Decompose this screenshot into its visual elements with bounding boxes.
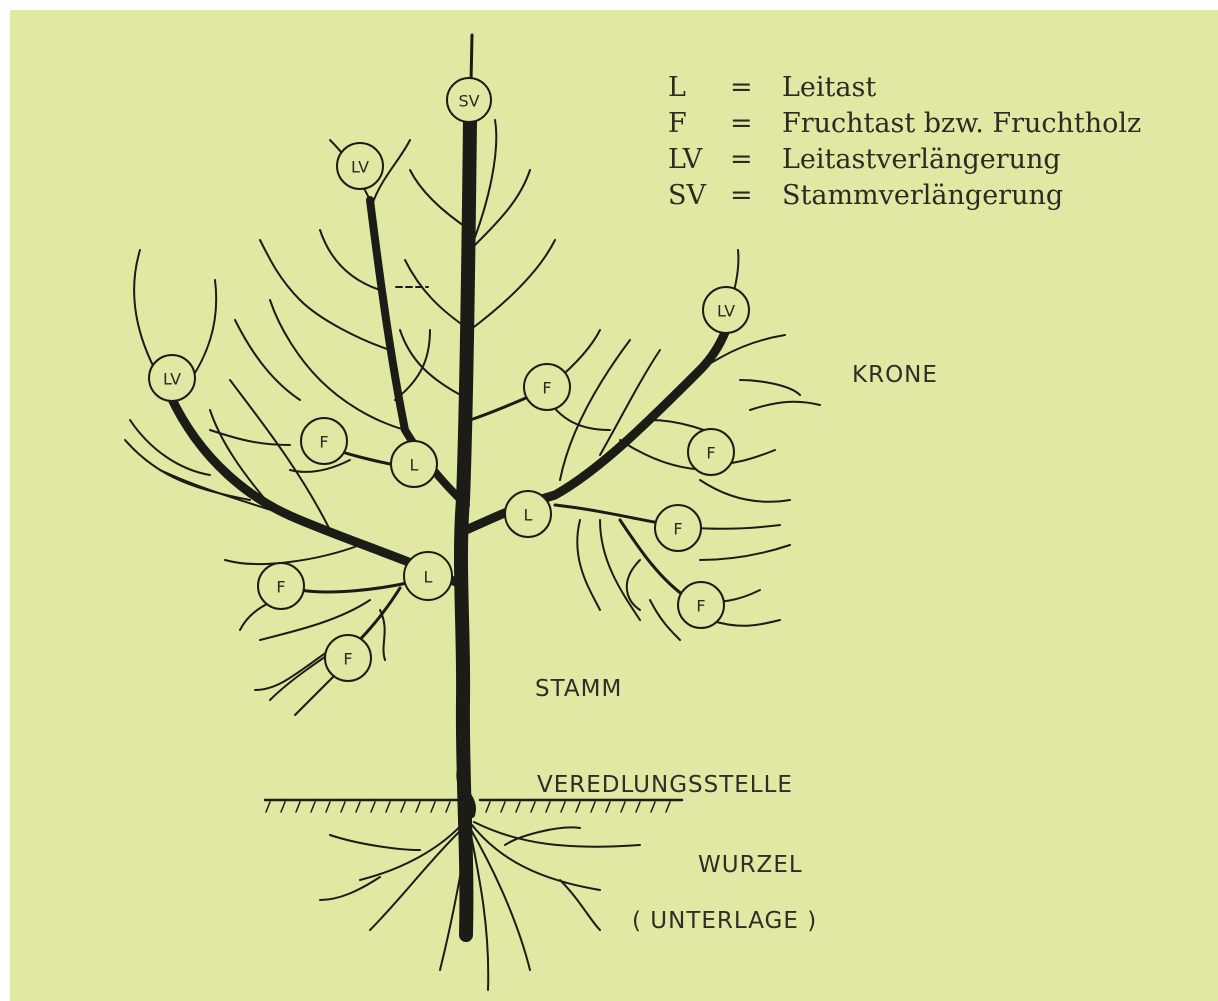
- label-graft: VEREDLUNGSSTELLE: [537, 772, 793, 798]
- legend-row: SV = Stammverlängerung: [668, 178, 1141, 214]
- label-crown: KRONE: [852, 362, 938, 388]
- node-label-f-g: F: [343, 650, 352, 669]
- legend-text: Fruchtast bzw. Fruchtholz: [782, 106, 1141, 142]
- label-rootstock: ( UNTERLAGE ): [632, 908, 817, 934]
- node-label-l-mid: L: [524, 506, 533, 525]
- node-label-sv: SV: [458, 92, 479, 111]
- legend-text: Stammverlängerung: [782, 178, 1063, 214]
- node-label-f-b: F: [542, 379, 551, 398]
- legend-equals: =: [730, 178, 782, 214]
- legend-equals: =: [730, 142, 782, 178]
- legend-key: SV: [668, 178, 730, 214]
- label-root: WURZEL: [698, 852, 803, 878]
- legend-row: L = Leitast: [668, 70, 1141, 106]
- legend: L = Leitast F = Fruchtast bzw. Fruchthol…: [668, 70, 1141, 214]
- legend-equals: =: [730, 106, 782, 142]
- node-label-l-upper: L: [410, 456, 419, 475]
- node-label-f-d: F: [673, 520, 682, 539]
- legend-key: LV: [668, 142, 730, 178]
- node-label-l-lower: L: [424, 568, 433, 587]
- roots: [320, 820, 640, 990]
- legend-equals: =: [730, 70, 782, 106]
- node-label-lv-right: LV: [717, 302, 735, 321]
- legend-text: Leitast: [782, 70, 876, 106]
- legend-key: F: [668, 106, 730, 142]
- node-label-f-a: F: [319, 433, 328, 452]
- node-label-f-f: F: [276, 578, 285, 597]
- legend-row: F = Fruchtast bzw. Fruchtholz: [668, 106, 1141, 142]
- node-label-f-e: F: [696, 597, 705, 616]
- legend-key: L: [668, 70, 730, 106]
- node-label-f-c: F: [706, 444, 715, 463]
- node-label-lv-left: LV: [163, 370, 181, 389]
- label-trunk: STAMM: [535, 676, 622, 702]
- legend-row: LV = Leitastverlängerung: [668, 142, 1141, 178]
- legend-text: Leitastverlängerung: [782, 142, 1061, 178]
- node-label-lv-top: LV: [351, 158, 369, 177]
